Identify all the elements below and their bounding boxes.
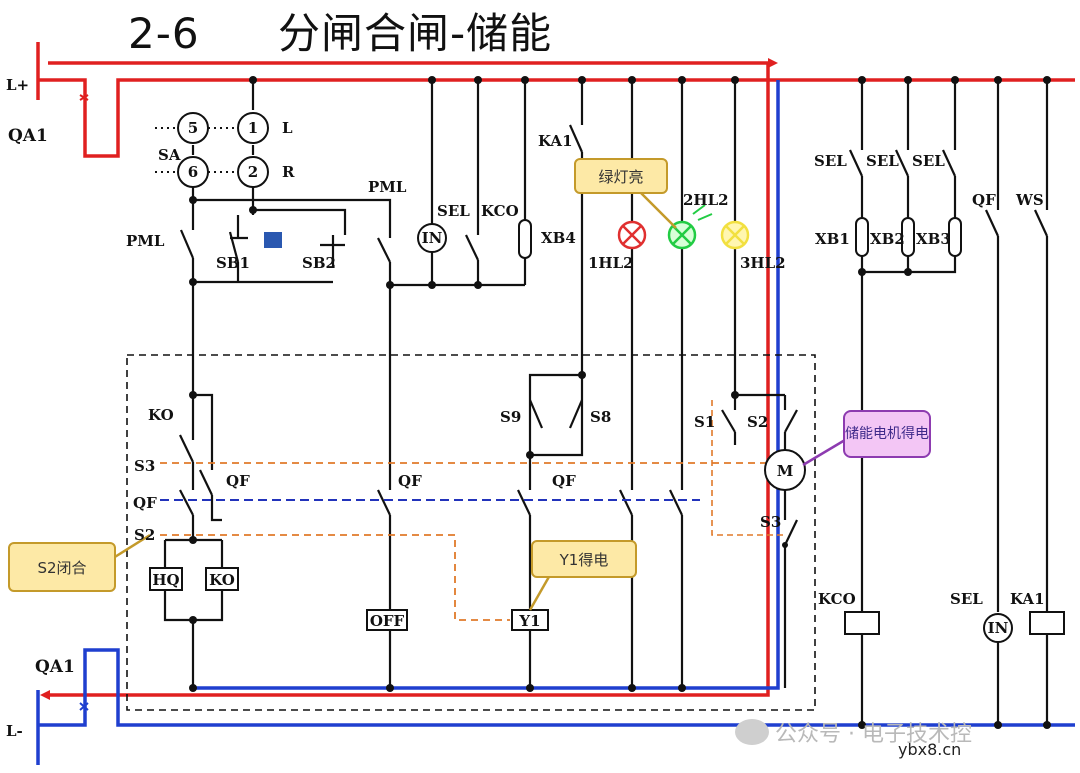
hl3-label: 3HL2 [740,254,786,272]
hl1-label: 1HL2 [588,254,634,272]
sel-label-2: SEL [814,152,847,170]
callout-green-lamp: 绿灯亮 [574,158,668,194]
qf-label-3: QF [552,472,576,490]
qf-label-right: QF [972,191,996,209]
s9-label: S9 [500,408,521,426]
kco-label-2: KCO [818,590,856,608]
title-text: 分闸合闸-储能 [278,9,553,58]
red-lamp [617,220,647,250]
kco-label-1: KCO [481,202,519,220]
xb1-label: XB1 [815,230,850,248]
sel-label-1: SEL [437,202,470,220]
watermark-text: 公众号 · 电子技术控 [775,722,972,747]
s2-dashed-link [160,534,510,621]
pml-label-1: PML [126,232,165,250]
s1-dashed-link [711,400,785,536]
xb3-label: XB3 [916,230,951,248]
xb-links [518,217,962,259]
sel-label-5: SEL [950,590,983,608]
qa1-bottom-label: QA1 [35,657,75,677]
qf-label-1: QF [226,472,250,490]
motor-label: M [777,462,794,480]
green-lamp [667,220,697,250]
yellow-lamp [720,220,750,250]
callout-pointer-s2 [109,533,151,562]
sb1-label: SB1 [216,254,250,272]
s1-label: S1 [694,413,715,431]
qa1-bottom-mark [79,702,89,711]
wechat-icon [735,719,769,745]
left-label: L [282,119,293,137]
negative-arrow [40,690,50,700]
title-code: 2-6 [128,9,200,58]
terminal-1: 1 [248,119,258,137]
control-wiring [163,80,1049,725]
green-glow [692,204,713,221]
button-marker [264,232,282,248]
callout-y1-energized: Y1得电 [531,540,637,578]
storage-motor [764,449,806,491]
callout-pointer-y1 [528,574,552,611]
terminal-2: 2 [248,163,258,181]
callout-pointer-green [639,191,677,229]
callout-s2-closed: S2闭合 [8,542,116,592]
coils [149,567,1065,635]
coil-ko-label: KO [209,571,235,589]
terminal-5: 5 [188,119,198,137]
positive-arrow [768,58,778,68]
coil-off-label: OFF [370,612,405,630]
hl2-label: 2HL2 [683,191,729,209]
xb4-label: XB4 [541,229,576,247]
ka1-label-1: KA1 [538,132,573,150]
positive-bus [36,42,1075,697]
junction-dots [189,76,1051,729]
current-meter [417,223,447,253]
terminal-6: 6 [188,163,198,181]
s2-label-left: S2 [134,526,155,544]
watermark-url: ybx8.cn [898,740,962,759]
sb2-label: SB2 [302,254,336,272]
sa-label: SA [158,146,181,164]
qf-label-left: QF [133,494,157,512]
s2-label-right: S2 [747,413,768,431]
page-title: 2-6 分闸合闸-储能 [128,0,552,61]
sel-label-4: SEL [912,152,945,170]
xb2-label: XB2 [870,230,905,248]
callout-pointer-motor [802,438,846,467]
current-meter-2 [983,613,1013,643]
meter-in-label-2: IN [988,619,1009,637]
bus-negative-label: L- [6,722,23,740]
callout-motor-energized: 储能电机得电 [843,410,931,458]
ws-label: WS [1015,191,1044,209]
s3-label-right: S3 [760,513,781,531]
coil-y1-label: Y1 [518,612,540,630]
bus-positive-label: L+ [6,76,29,94]
s3-label-left: S3 [134,457,155,475]
watermark: 公众号 · 电子技术控 [735,716,972,748]
s8-label: S8 [590,408,611,426]
ka1-label-2: KA1 [1010,590,1045,608]
mechanism-box [126,354,816,711]
sa-terminals [177,112,269,188]
sel-label-3: SEL [866,152,899,170]
qa1-top-label: QA1 [8,126,48,146]
qa1-top-mark [79,94,89,101]
coil-hq-label: HQ [152,571,179,589]
pml-label-2: PML [368,178,407,196]
ko-label: KO [148,406,174,424]
meter-in-label: IN [422,229,443,247]
right-label: R [282,163,295,181]
qf-label-2: QF [398,472,422,490]
